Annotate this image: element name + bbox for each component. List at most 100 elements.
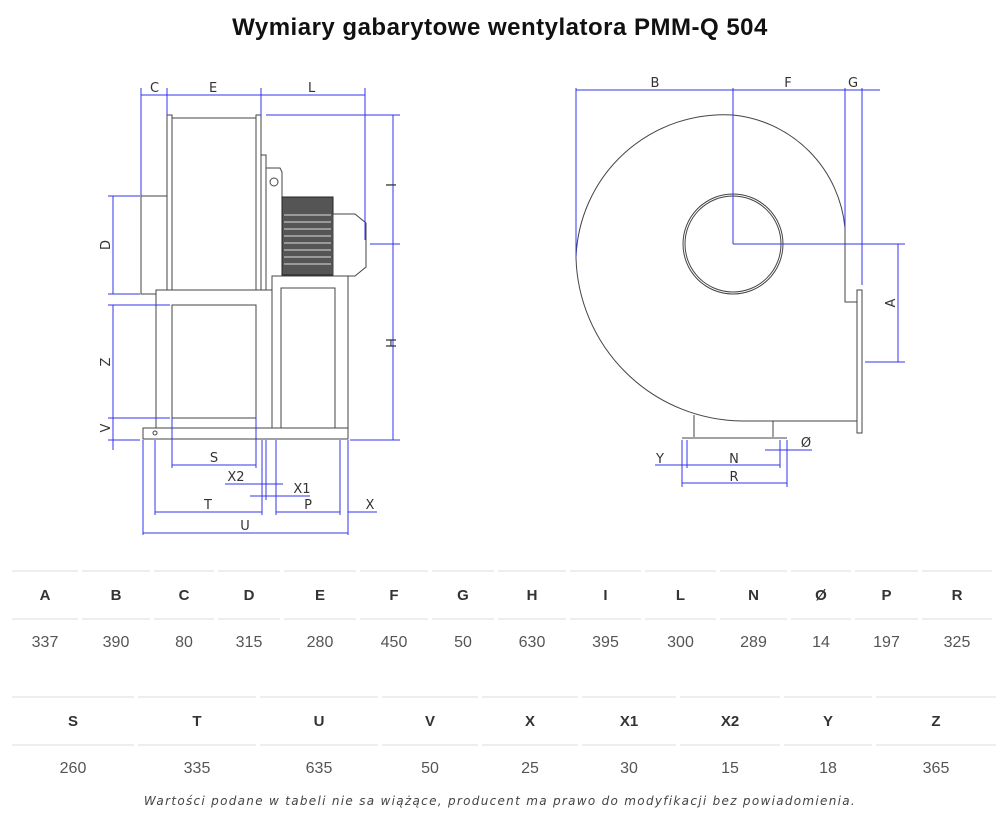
side-view-dimensions: C E L I H D Z V S X2 X1 T P X U xyxy=(99,81,400,535)
value-cell: 635 xyxy=(305,760,333,777)
value-cell: 18 xyxy=(819,760,837,777)
value-cell: 289 xyxy=(740,634,767,651)
value-cell: 315 xyxy=(235,634,263,651)
stand-panel xyxy=(280,287,336,429)
header-cell: X xyxy=(482,696,578,746)
dimension-label-l: L xyxy=(308,81,316,96)
header-cell: Z xyxy=(876,696,996,746)
header-cell: R xyxy=(922,570,992,620)
value-cell: 30 xyxy=(620,760,638,777)
table-header-row: S T U V X X1 X2 Y Z xyxy=(12,696,996,746)
dimension-label-f: F xyxy=(784,76,791,91)
dimension-label-x: X xyxy=(366,498,375,513)
bottom-dimension-lines xyxy=(655,440,812,487)
value-cell: 395 xyxy=(592,634,619,651)
dimension-label-y: Y xyxy=(655,452,664,467)
top-dimension-lines xyxy=(140,88,366,240)
header-cell: X2 xyxy=(680,696,780,746)
value-cell: 630 xyxy=(518,634,546,651)
dimension-label-e: E xyxy=(209,81,217,96)
value-cell: 280 xyxy=(306,634,334,651)
value-cell: 14 xyxy=(812,634,830,651)
value-cell: 390 xyxy=(102,634,130,651)
mounting-hole xyxy=(152,430,158,436)
value-cell: 450 xyxy=(380,634,408,651)
housing-rail xyxy=(255,114,262,291)
motor-fins xyxy=(284,214,331,265)
value-cell: 365 xyxy=(922,760,950,777)
outlet-duct xyxy=(844,228,857,303)
front-view xyxy=(575,114,863,439)
header-cell: E xyxy=(284,570,356,620)
header-cell: V xyxy=(382,696,478,746)
dimension-label-d: D xyxy=(99,240,114,250)
header-cell: S xyxy=(12,696,134,746)
header-cell: A xyxy=(12,570,78,620)
dimensions-table-2: S T U V X X1 X2 Y Z 260 335 635 50 25 30… xyxy=(8,696,1000,792)
dimension-label-diameter: Ø xyxy=(801,436,811,451)
header-cell: C xyxy=(154,570,214,620)
header-cell: P xyxy=(855,570,918,620)
dimension-label-x1: X1 xyxy=(293,482,310,497)
front-view-dimensions: B F G A Y N R Ø xyxy=(575,76,905,487)
volute-casing xyxy=(575,114,857,422)
bottom-dimension-lines xyxy=(143,464,377,534)
header-cell: L xyxy=(645,570,716,620)
value-cell: 50 xyxy=(421,760,439,777)
dimension-label-c: C xyxy=(150,81,159,96)
table-row: 260 335 635 50 25 30 15 18 365 xyxy=(12,746,996,792)
top-dimension-lines xyxy=(575,88,880,285)
value-cell: 15 xyxy=(721,760,739,777)
terminal-box xyxy=(332,213,367,277)
table-row: 337 390 80 315 280 450 50 630 395 300 28… xyxy=(12,620,992,666)
outlet-opening xyxy=(171,304,257,419)
table-header-row: A B C D E F G H I L N Ø P R xyxy=(12,570,992,620)
right-dimension-lines xyxy=(266,114,400,441)
value-cell: 325 xyxy=(943,634,971,651)
header-cell: D xyxy=(218,570,280,620)
value-cell: 300 xyxy=(667,634,694,651)
left-dimension-lines xyxy=(108,195,170,450)
housing xyxy=(171,117,257,291)
header-cell: H xyxy=(498,570,566,620)
bottom-extension-lines xyxy=(142,418,349,535)
value-cell: 197 xyxy=(873,634,900,651)
value-cell: 260 xyxy=(59,760,87,777)
dimension-label-a: A xyxy=(884,298,899,307)
dimension-label-b: B xyxy=(651,76,660,91)
value-cell: 25 xyxy=(521,760,539,777)
header-cell: F xyxy=(360,570,428,620)
value-cell: 80 xyxy=(175,634,193,651)
dimension-label-v: V xyxy=(99,423,114,432)
header-cell: Y xyxy=(784,696,872,746)
header-cell: B xyxy=(82,570,150,620)
mounting-feet xyxy=(682,415,787,439)
dimension-label-s: S xyxy=(210,451,218,466)
dimension-label-p: P xyxy=(304,498,312,513)
base-plate xyxy=(142,427,349,440)
dimension-label-n: N xyxy=(729,452,739,467)
header-cell: G xyxy=(432,570,494,620)
header-cell: N xyxy=(720,570,787,620)
page-title: Wymiary gabarytowe wentylatora PMM-Q 504 xyxy=(232,14,768,41)
dimensions-table-1: A B C D E F G H I L N Ø P R 337 390 80 3… xyxy=(8,570,996,666)
header-cell: U xyxy=(260,696,378,746)
side-view xyxy=(140,114,367,440)
value-cell: 335 xyxy=(183,760,211,777)
dimension-label-i: I xyxy=(385,183,400,187)
header-cell: I xyxy=(570,570,641,620)
bolt-hole xyxy=(269,177,279,187)
inlet-collar xyxy=(140,195,168,295)
dimension-label-z: Z xyxy=(99,357,114,366)
right-dimension-lines xyxy=(733,243,905,363)
back-plate xyxy=(260,154,267,291)
header-cell: Ø xyxy=(791,570,851,620)
dimension-label-t: T xyxy=(203,498,212,513)
outlet-flange xyxy=(856,289,863,434)
header-cell: X1 xyxy=(582,696,676,746)
dimension-label-u: U xyxy=(240,519,250,534)
disclaimer-note: Wartości podane w tabeli nie sa wiążące,… xyxy=(143,794,857,808)
value-cell: 337 xyxy=(31,634,59,651)
dimension-label-h: H xyxy=(385,338,400,348)
housing-rail xyxy=(166,114,173,291)
